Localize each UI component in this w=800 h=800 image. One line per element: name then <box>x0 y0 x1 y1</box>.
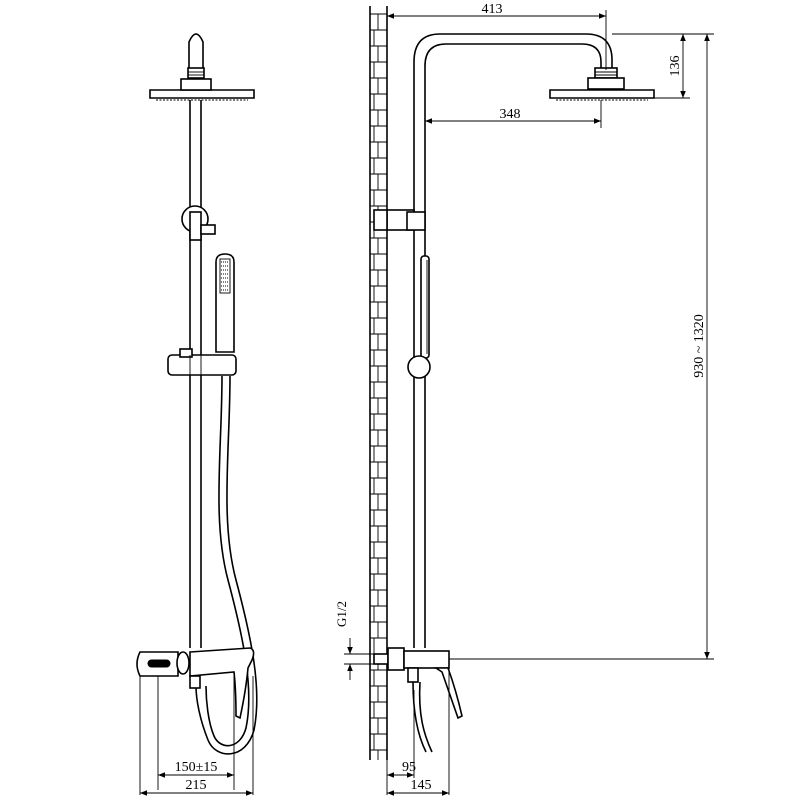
side-riser-outer <box>413 33 613 648</box>
front-mixer-lever <box>189 647 255 720</box>
dim-wall-offset-2: 145 <box>411 778 432 793</box>
front-head-hub <box>180 78 212 91</box>
side-mixer-lever <box>433 667 463 720</box>
front-view <box>136 33 258 755</box>
dim-height-range: 930 ~ 1320 <box>692 314 707 378</box>
front-head-connector <box>187 67 205 79</box>
side-riser-inner <box>424 43 602 648</box>
dim-arm-offset: 348 <box>500 107 521 122</box>
dim-mixer-width: 215 <box>186 778 207 793</box>
side-hose <box>412 681 427 753</box>
front-hose-inner <box>205 375 250 747</box>
side-mixer-body <box>403 650 450 669</box>
side-dimensions: 413 136 348 930 ~ 1320 G1/2 95 145 <box>334 2 714 796</box>
front-gooseneck <box>188 33 204 70</box>
dim-head-reach: 413 <box>482 2 503 17</box>
front-hand-shower-nozzles <box>221 261 229 291</box>
side-slide-knob <box>407 355 431 379</box>
dim-head-height: 136 <box>668 56 683 77</box>
side-shower-head <box>549 89 655 99</box>
front-hose-outer <box>195 375 258 755</box>
front-shower-head <box>149 89 255 99</box>
dim-thread: G1/2 <box>334 601 349 627</box>
front-hand-shower <box>215 253 235 353</box>
front-slide-holder <box>167 354 237 376</box>
side-hand-shower <box>420 255 430 359</box>
wall <box>369 6 388 760</box>
side-view <box>373 33 655 753</box>
front-dimensions: 150±15 215 <box>139 676 254 796</box>
side-mixer-flange <box>387 647 405 671</box>
dim-wall-offset-1: 95 <box>402 760 416 775</box>
dim-inlet-spacing: 150±15 <box>175 760 218 775</box>
